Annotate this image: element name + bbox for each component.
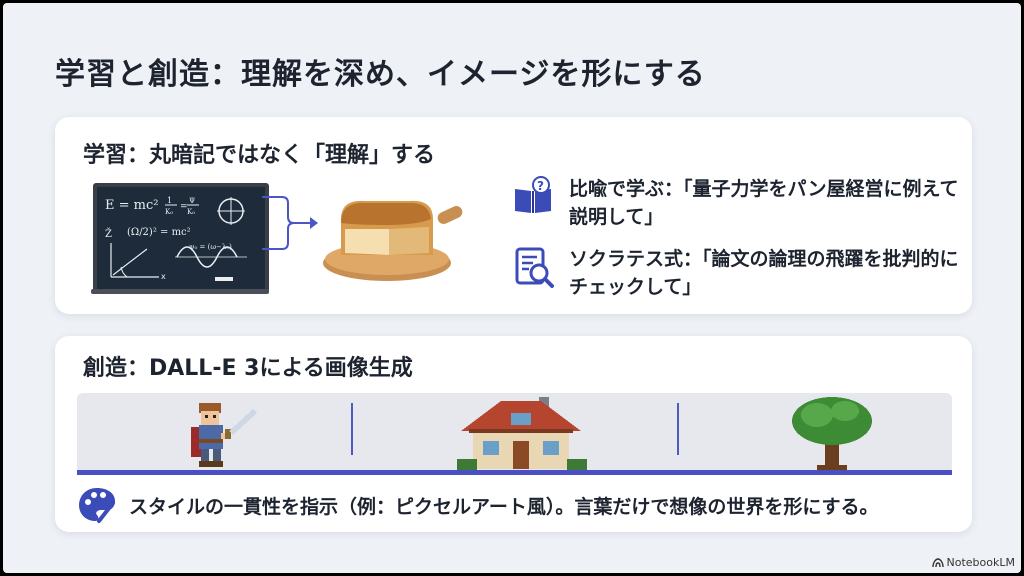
svg-text:Ž: Ž (105, 228, 112, 240)
brand-label: NotebookLM (946, 556, 1015, 569)
blackboard-image: E = mc² 1 K₀ = Ψ K₀ Ž (Ω/2)² = mc² ψ₀ = … (93, 183, 269, 293)
notebooklm-brand: NotebookLM (931, 556, 1015, 569)
svg-text:K₀: K₀ (165, 208, 173, 216)
pixel-house-image (457, 397, 587, 471)
creation-description: スタイルの一貫性を指示（例：ピクセルアート風）。言葉だけで想像の世界を形にする。 (77, 485, 879, 525)
image-strip (77, 393, 952, 473)
book-question-icon: ? (515, 176, 551, 213)
slide-title: 学習と創造：理解を深め、イメージを形にする (55, 57, 706, 92)
svg-text:E = mc²: E = mc² (105, 198, 158, 213)
notebooklm-logo-icon (931, 557, 944, 567)
learning-card: 学習：丸暗記ではなく「理解」する E = mc² 1 K₀ = Ψ K₀ Ž (… (55, 117, 972, 314)
slide: 学習と創造：理解を深め、イメージを形にする 学習：丸暗記ではなく「理解」する E… (3, 3, 1021, 573)
blackboard-tray (91, 289, 269, 294)
creation-card: 創造：DALL-E 3による画像生成 (55, 336, 972, 532)
palette-brush-icon (79, 488, 115, 523)
feature-socratic-text: ソクラテス式：「論文の論理の飛躍を批判的にチェックして」 (569, 248, 959, 298)
svg-text:K₀: K₀ (187, 208, 195, 216)
bread-image (323, 200, 463, 281)
feature-socratic: ソクラテス式：「論文の論理の飛躍を批判的にチェックして」 (511, 245, 969, 301)
creation-heading: 創造：DALL-E 3による画像生成 (83, 356, 413, 381)
creation-description-text: スタイルの一貫性を指示（例：ピクセルアート風）。言葉だけで想像の世界を形にする。 (129, 495, 879, 518)
svg-text:x: x (161, 272, 166, 281)
strip-divider (351, 403, 353, 455)
svg-text:1: 1 (167, 196, 172, 205)
svg-text:?: ? (537, 179, 544, 193)
svg-text:=: = (180, 202, 188, 212)
arrow-connector (262, 196, 318, 250)
document-search-icon (515, 247, 554, 288)
strip-divider (677, 403, 679, 455)
learning-heading: 学習：丸暗記ではなく「理解」する (83, 143, 436, 168)
feature-metaphor: ? 比喩で学ぶ：「量子力学をパン屋経営に例えて説明して」 (511, 175, 969, 231)
svg-text:(Ω/2)² = mc²: (Ω/2)² = mc² (127, 227, 191, 238)
ground-line (77, 470, 952, 475)
pixel-knight-image (191, 403, 257, 467)
pixel-tree-image (792, 397, 872, 471)
feature-metaphor-text: 比喩で学ぶ：「量子力学をパン屋経営に例えて説明して」 (569, 178, 959, 228)
svg-text:ψ₀ = (ω−λ₀): ψ₀ = (ω−λ₀) (189, 243, 232, 251)
svg-text:Ψ: Ψ (189, 197, 195, 205)
